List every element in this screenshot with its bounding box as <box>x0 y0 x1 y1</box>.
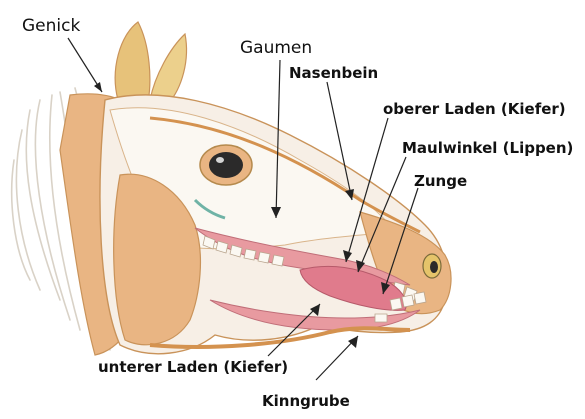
label-zunge: Zunge <box>414 174 467 189</box>
label-maulwinkel: Maulwinkel (Lippen) <box>402 141 573 156</box>
ear-right <box>150 34 186 104</box>
ear-left <box>115 22 150 102</box>
eye-highlight <box>216 157 224 163</box>
leader-genick <box>68 38 102 92</box>
label-kinngrube: Kinngrube <box>262 394 350 409</box>
nostril-opening <box>430 261 438 273</box>
arrow-kinngrube <box>348 336 358 348</box>
label-nasenbein: Nasenbein <box>289 66 378 81</box>
label-unterer-laden: unterer Laden (Kiefer) <box>98 360 288 375</box>
label-genick: Genick <box>22 18 80 35</box>
eye <box>209 152 243 178</box>
label-gaumen: Gaumen <box>240 40 312 57</box>
label-oberer-laden: oberer Laden (Kiefer) <box>383 102 566 117</box>
arrow-genick <box>94 82 102 92</box>
